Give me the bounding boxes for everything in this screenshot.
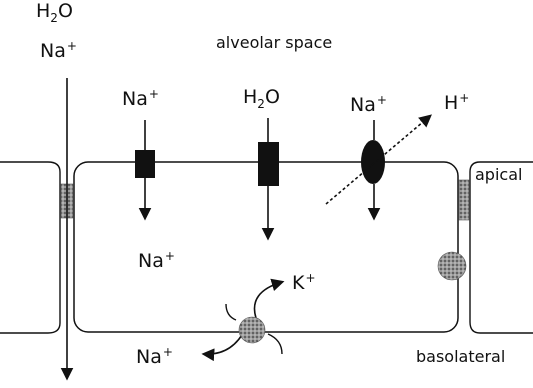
sodium-charge: + <box>66 39 77 53</box>
pump-potassium-arrow <box>253 278 285 319</box>
apical-label: apical <box>475 165 523 184</box>
paracellular-water-label: H2O <box>36 0 73 25</box>
basolateral-label: basolateral <box>416 347 506 366</box>
exchanger-proton-arrow <box>325 114 432 205</box>
sodium-charge: + <box>164 249 175 263</box>
sodium-charge: + <box>148 87 159 101</box>
sodium-symbol: Na <box>136 346 162 368</box>
water-subscript: 2 <box>50 11 58 25</box>
water-subscript: 2 <box>257 97 265 111</box>
water-symbol: H <box>36 0 51 22</box>
water-symbol-tail: O <box>57 0 73 22</box>
sodium-symbol: Na <box>138 250 164 272</box>
water-symbol: H <box>243 86 258 108</box>
left-cell-basolateral-membrane <box>0 322 61 334</box>
exchanger-sodium-label: Na+ <box>350 93 387 116</box>
intracellular-sodium-label: Na+ <box>138 249 175 272</box>
water-symbol-tail: O <box>264 86 280 108</box>
sodium-potassium-pump <box>238 316 266 344</box>
pump-sodium-label: Na+ <box>136 345 173 368</box>
channel-sodium-label: Na+ <box>122 87 159 110</box>
sodium-symbol: Na <box>40 40 66 62</box>
sodium-symbol: Na <box>350 94 376 116</box>
epithelial-cell-membrane <box>73 161 459 333</box>
exchanger-proton-label: H+ <box>444 91 470 114</box>
pump-left-tail <box>225 303 237 321</box>
pump-potassium-label: K+ <box>292 271 316 294</box>
lateral-transporter <box>437 251 467 281</box>
alveolar-space-label: alveolar space <box>216 33 333 52</box>
potassium-symbol: K <box>292 272 305 294</box>
sodium-charge: + <box>376 93 387 107</box>
proton-symbol: H <box>444 92 459 114</box>
potassium-charge: + <box>305 271 316 285</box>
sodium-hydrogen-exchanger <box>361 140 385 184</box>
right-tight-junction <box>458 179 470 221</box>
sodium-charge: + <box>162 345 173 359</box>
proton-charge: + <box>459 91 470 105</box>
paracellular-sodium-label: Na+ <box>40 39 77 62</box>
left-cell-apical-membrane <box>0 161 61 173</box>
sodium-channel <box>135 150 155 178</box>
channel-water-label: H2O <box>243 86 280 111</box>
right-cell-membrane <box>469 161 533 334</box>
pump-right-tail <box>267 333 283 355</box>
sodium-symbol: Na <box>122 88 148 110</box>
water-channel <box>258 142 279 186</box>
